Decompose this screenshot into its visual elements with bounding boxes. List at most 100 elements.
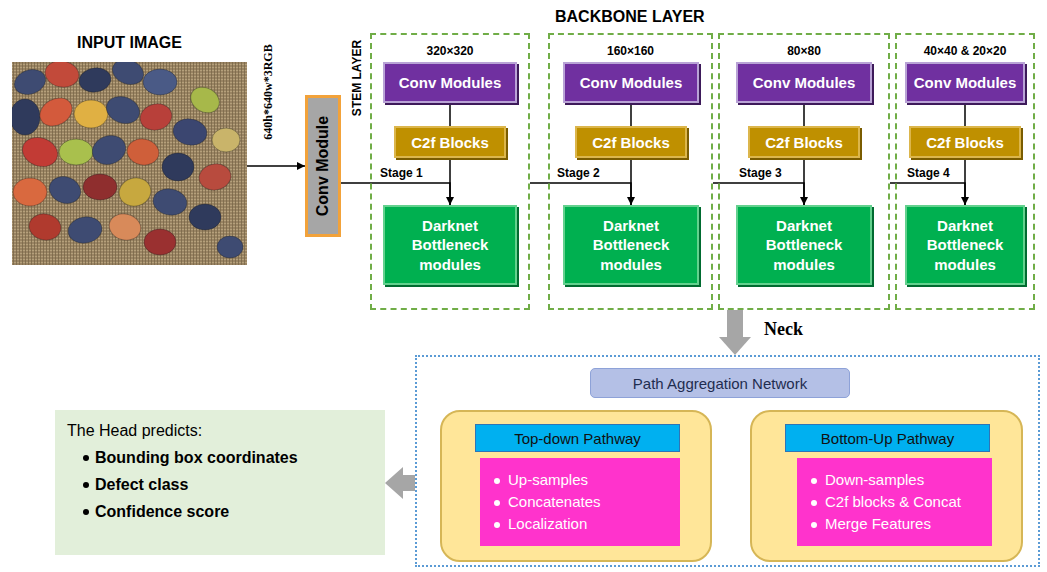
bullet-text: Concatenates — [508, 491, 601, 513]
stage-label: Stage 4 — [905, 166, 952, 180]
connector-line — [341, 183, 450, 205]
bullet-text: Confidence score — [95, 498, 373, 525]
box-text: Conv Module — [314, 116, 332, 216]
pathway-panel: Top-down PathwayUp-samplesConcatenatesLo… — [440, 410, 712, 562]
box-text: Path Aggregation Network — [633, 375, 807, 392]
flow-arrow — [450, 103, 451, 126]
connector-line — [713, 183, 804, 205]
block-arrow-body — [403, 475, 415, 491]
box-text: Bottom-Up Pathway — [821, 430, 954, 447]
coffee-bean — [35, 92, 77, 132]
section-heading: BACKBONE LAYER — [555, 8, 705, 26]
box-text: 40×40 & 20×20 — [897, 44, 1033, 58]
flow-arrow — [713, 183, 804, 205]
box-text: C2f Blocks — [592, 134, 670, 151]
box-text: 80×80 — [720, 44, 888, 58]
bullet-box: Down-samplesC2f blocks & ConcatMerge Fea… — [797, 458, 992, 546]
coffee-bean — [144, 229, 176, 255]
block-arrow-head — [385, 467, 403, 499]
c2f-block-box: C2f Blocks — [748, 126, 860, 158]
block-arrow — [719, 310, 751, 355]
coffee-bean — [83, 174, 117, 200]
input-image: INPUT IMAGE — [12, 62, 247, 265]
box-text: C2f Blocks — [926, 134, 1004, 151]
darknet-bottleneck-box: Darknet Bottleneck modules — [563, 205, 699, 285]
coffee-bean — [43, 62, 81, 90]
bullet-box: Up-samplesConcatenatesLocalization — [480, 458, 680, 546]
c2f-block-box: C2f Blocks — [394, 126, 506, 158]
flow-arrow — [890, 183, 965, 205]
box-text: Darknet Bottleneck modules — [744, 216, 864, 274]
flow-arrow — [247, 166, 305, 167]
connector-line — [247, 165, 305, 167]
box-text: Darknet Bottleneck modules — [913, 216, 1017, 274]
coffee-bean — [151, 186, 189, 218]
coffee-photo — [12, 62, 247, 265]
coffee-bean — [125, 136, 161, 167]
conv-module-box: Conv Module — [305, 95, 341, 237]
coffee-bean — [217, 236, 243, 258]
stage-label: Stage 2 — [555, 166, 602, 180]
input-size-label: 640h*640w*3RGB — [261, 44, 276, 139]
flow-arrow — [804, 103, 805, 126]
coffee-bean — [186, 82, 224, 118]
coffee-bean — [13, 178, 47, 206]
box-text: Top-down Pathway — [514, 430, 641, 447]
box-text: Neck — [764, 319, 803, 340]
flow-arrow — [341, 183, 450, 205]
coffee-bean — [162, 153, 194, 181]
coffee-bean — [106, 210, 144, 243]
connector-line — [803, 158, 805, 205]
box-text: Conv Modules — [914, 74, 1017, 91]
coffee-bean — [12, 99, 40, 135]
flow-arrow — [450, 158, 451, 205]
conv-modules-box: Conv Modules — [905, 62, 1025, 103]
flow-arrow — [631, 103, 632, 126]
coffee-bean — [171, 116, 209, 148]
darknet-bottleneck-box: Darknet Bottleneck modules — [905, 205, 1025, 285]
coffee-bean — [66, 214, 104, 246]
connector-line — [449, 103, 451, 126]
stage-label: Stage 3 — [737, 166, 784, 180]
box-text: The Head predicts: — [67, 422, 373, 440]
darknet-bottleneck-box: Darknet Bottleneck modules — [383, 205, 517, 285]
stage-label: Stage 1 — [378, 166, 425, 180]
flow-arrow — [804, 158, 805, 205]
pan-box: Path Aggregation Network — [590, 368, 850, 398]
connector-line — [630, 158, 632, 205]
bullet-text: Bounding box coordinates — [95, 444, 373, 471]
neck-container: NeckPath Aggregation NetworkTop-down Pat… — [415, 355, 1040, 567]
box-text: C2f Blocks — [765, 134, 843, 151]
bullet-text: Localization — [508, 513, 587, 535]
conv-modules-box: Conv Modules — [563, 62, 699, 103]
box-text: 320×320 — [372, 44, 528, 58]
coffee-bean — [143, 69, 177, 95]
pathway-header: Top-down Pathway — [475, 424, 680, 452]
connector-line — [530, 183, 631, 205]
coffee-bean — [12, 65, 49, 98]
coffee-bean — [137, 100, 175, 133]
bullet-text: Up-samples — [508, 469, 588, 491]
block-arrow-body — [727, 310, 743, 337]
conv-modules-box: Conv Modules — [383, 62, 517, 103]
bullet-text: Defect class — [95, 471, 373, 498]
coffee-bean — [109, 62, 147, 89]
pathway-header: Bottom-Up Pathway — [785, 424, 990, 452]
box-text: Conv Modules — [399, 74, 502, 91]
coffee-bean — [27, 211, 63, 242]
bullet-text: Down-samples — [825, 469, 924, 491]
coffee-bean — [18, 133, 61, 172]
connector-line — [964, 103, 966, 126]
box-text: INPUT IMAGE — [12, 34, 247, 52]
box-text: 160×160 — [550, 44, 711, 58]
connector-line — [803, 103, 805, 126]
c2f-block-box: C2f Blocks — [909, 126, 1021, 158]
flow-arrow — [530, 183, 631, 205]
coffee-bean — [77, 65, 113, 94]
connector-line — [964, 158, 966, 205]
bullet-text: C2f blocks & Concat — [825, 491, 961, 513]
box-text: Conv Modules — [753, 74, 856, 91]
conv-modules-box: Conv Modules — [736, 62, 872, 103]
block-arrow — [385, 467, 415, 499]
connector-line — [630, 103, 632, 126]
